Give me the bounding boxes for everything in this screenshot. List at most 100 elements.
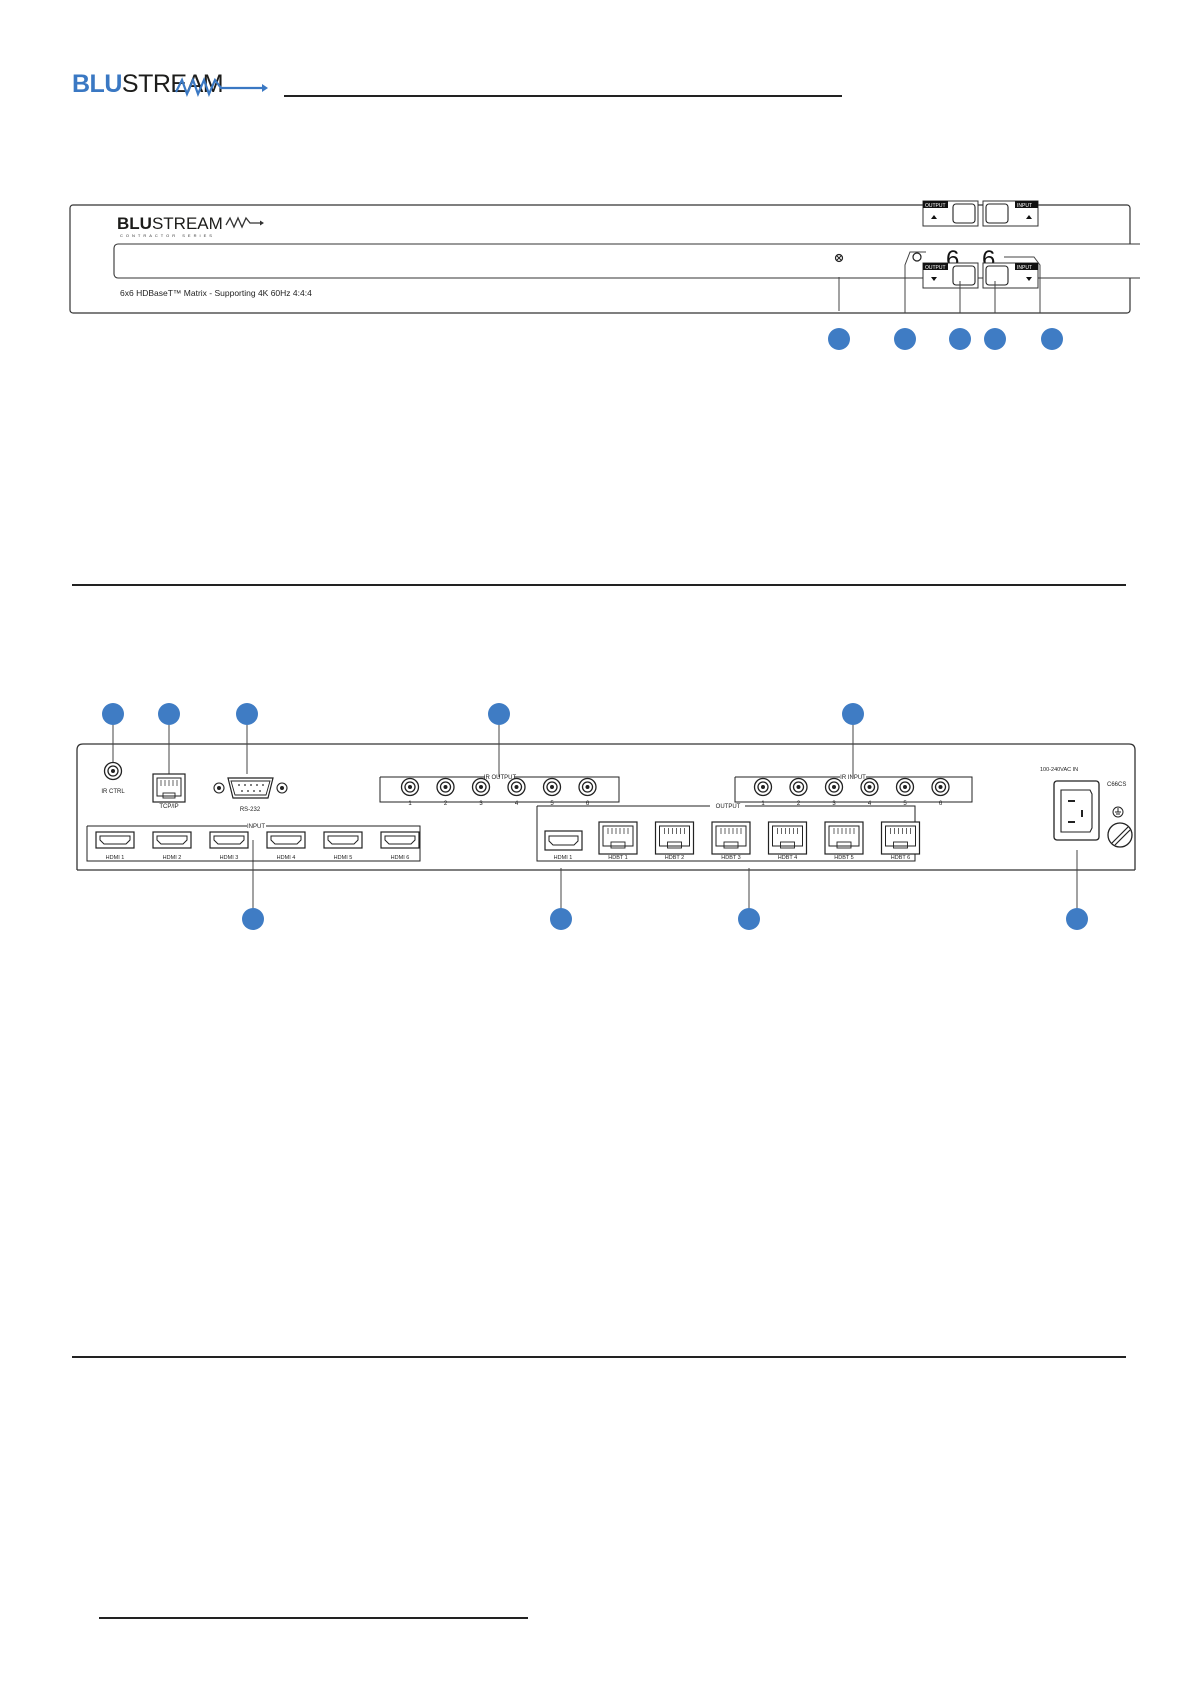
hdmi-input-label-6: HDMI 6: [391, 855, 410, 861]
front-panel: BLUSTREAM CONTRACTOR SERIES 6x6 HDBaseT™…: [69, 200, 1140, 314]
rear-callout-hdmi-output: [550, 908, 572, 930]
ground-icon: [1112, 806, 1124, 818]
ir-input-port-4-label: 4: [868, 801, 872, 807]
rear-callout-hdmi-inputs: [242, 908, 264, 930]
ir-output-port-5-label: 5: [550, 801, 554, 807]
ir-output-port-2-label: 2: [444, 801, 448, 807]
hdmi-input-port-6[interactable]: [380, 831, 420, 849]
hdbt-output-port-3[interactable]: [711, 821, 751, 855]
output-down-button[interactable]: OUTPUT: [922, 262, 979, 289]
ir-ctrl-label: IR CTRL: [101, 789, 125, 795]
hdmi-input-group: INPUT: [86, 824, 421, 862]
front-callout-lines: [838, 251, 1041, 313]
ir-output-port-4[interactable]: [507, 777, 526, 797]
ir-output-port-4-label: 4: [515, 801, 519, 807]
svg-text:INPUT: INPUT: [1017, 265, 1032, 271]
rear-callout-rs232: [236, 703, 258, 725]
ir-output-port-5[interactable]: [542, 777, 562, 797]
hdbt-output-label-4: HDBT 4: [778, 855, 797, 861]
front-description: 6x6 HDBaseT™ Matrix - Supporting 4K 60Hz…: [120, 288, 312, 298]
rear-callout-hdbt-outputs: [738, 908, 760, 930]
ir-input-group: IR INPUT: [734, 775, 973, 803]
hdmi-input-label-2: HDMI 2: [163, 855, 182, 861]
power-label: 100-240VAC IN: [1040, 767, 1078, 773]
ir-output-port-2[interactable]: [436, 777, 455, 797]
hdbt-output-port-1[interactable]: [598, 821, 638, 855]
ir-output-port-3[interactable]: [471, 777, 491, 797]
front-callout-3: [949, 328, 971, 350]
ir-ctrl-port[interactable]: [103, 761, 123, 781]
logo-wave-icon: [175, 76, 268, 98]
rs232-port[interactable]: [213, 777, 288, 799]
tcpip-port[interactable]: [152, 773, 186, 803]
front-series-text: CONTRACTOR SERIES: [120, 233, 215, 238]
front-callout-1: [828, 328, 850, 350]
hdmi-input-port-3[interactable]: [209, 831, 249, 849]
ir-input-port-2[interactable]: [789, 777, 808, 797]
ir-output-title: IR OUTPUT: [484, 775, 517, 781]
hdmi-input-port-4[interactable]: [266, 831, 306, 849]
ir-input-port-4[interactable]: [860, 777, 879, 797]
ir-input-port-1[interactable]: [753, 777, 773, 797]
ir-output-port-1-label: 1: [408, 801, 412, 807]
header-rule: [284, 95, 842, 97]
rear-callout-lines: [112, 725, 1078, 915]
rear-callout-ir-output: [488, 703, 510, 725]
section-rule-1: [72, 584, 1126, 586]
ir-output-port-6-label: 6: [586, 801, 590, 807]
hdbt-output-label-3: HDBT 3: [721, 855, 740, 861]
hdmi-input-label-4: HDMI 4: [277, 855, 296, 861]
hdmi-output-port[interactable]: [544, 830, 583, 851]
front-callout-4: [984, 328, 1006, 350]
ir-input-port-6[interactable]: [931, 777, 950, 797]
ir-receiver-icon: [834, 253, 844, 263]
rear-callout-power: [1066, 908, 1088, 930]
hdbt-output-label-5: HDBT 5: [834, 855, 853, 861]
rs232-label: RS-232: [240, 807, 261, 813]
ir-output-port-3-label: 3: [479, 801, 483, 807]
output-up-button[interactable]: OUTPUT: [922, 200, 979, 227]
hdbt-output-port-5[interactable]: [824, 821, 864, 855]
ir-output-group: IR OUTPUT: [379, 775, 620, 803]
front-callout-2: [894, 328, 916, 350]
section-rule-2: [72, 1356, 1126, 1358]
ir-input-port-6-label: 6: [939, 801, 943, 807]
hdbt-output-port-2[interactable]: [654, 821, 695, 855]
ir-output-port-6[interactable]: [578, 777, 597, 797]
model-label: C66CS: [1107, 782, 1126, 788]
input-down-button[interactable]: INPUT: [982, 262, 1039, 289]
ir-input-port-5[interactable]: [895, 777, 915, 797]
hdmi-input-port-2[interactable]: [152, 831, 192, 849]
hdmi-input-label-1: HDMI 1: [106, 855, 125, 861]
hdbt-output-port-6[interactable]: [880, 821, 921, 855]
rear-callout-tcpip: [158, 703, 180, 725]
power-led: [912, 252, 922, 262]
input-title: INPUT: [247, 824, 265, 830]
front-logo: BLUSTREAM: [117, 214, 223, 233]
ir-input-port-5-label: 5: [903, 801, 907, 807]
hdmi-input-label-3: HDMI 3: [220, 855, 239, 861]
hdmi-output-label: HDMI 1: [554, 855, 573, 861]
hdmi-input-port-1[interactable]: [95, 831, 135, 849]
hdmi-input-label-5: HDMI 5: [334, 855, 353, 861]
hdbt-output-label-2: HDBT 2: [665, 855, 684, 861]
tcpip-label: TCP/IP: [159, 804, 178, 810]
svg-text:OUTPUT: OUTPUT: [925, 203, 946, 209]
ir-input-port-3[interactable]: [824, 777, 844, 797]
ir-input-title: IR INPUT: [840, 775, 866, 781]
power-inlet[interactable]: [1053, 780, 1100, 841]
input-up-button[interactable]: INPUT: [982, 200, 1039, 227]
hdbt-output-label-6: HDBT 6: [891, 855, 910, 861]
rear-callout-ir-input: [842, 703, 864, 725]
ir-input-port-3-label: 3: [832, 801, 836, 807]
ground-screw[interactable]: [1107, 822, 1133, 848]
front-callout-5: [1041, 328, 1063, 350]
svg-text:OUTPUT: OUTPUT: [925, 265, 946, 271]
hdmi-input-port-5[interactable]: [323, 831, 363, 849]
ir-output-port-1[interactable]: [400, 777, 420, 797]
output-title: OUTPUT: [716, 804, 741, 810]
rear-panel: IR CTRL TCP/IP RS-232 IR OUTPUT 1 2 3 4 5 6 I…: [76, 725, 1136, 915]
hdbt-output-port-4[interactable]: [767, 821, 808, 855]
ir-input-port-1-label: 1: [761, 801, 765, 807]
output-group: OUTPUT: [536, 804, 916, 862]
